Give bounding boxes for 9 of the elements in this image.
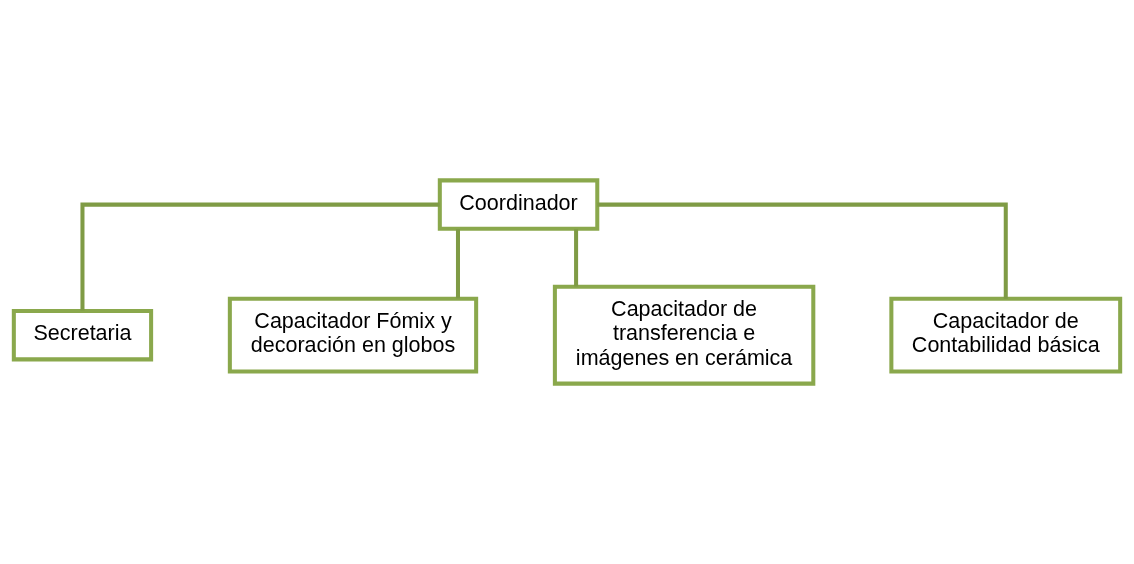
node-box: Capacitador Fómix y decoración en globos [227,296,479,374]
node-box: Secretaria [11,308,154,362]
connector [80,202,440,311]
node-box: Coordinador [437,178,600,231]
connector [455,229,460,299]
node-box: Capacitador de Contabilidad básica [889,296,1123,374]
connector [574,229,579,287]
node-box: Capacitador de transferencia e imágenes en cerámica [552,284,816,386]
connector [597,202,1008,299]
